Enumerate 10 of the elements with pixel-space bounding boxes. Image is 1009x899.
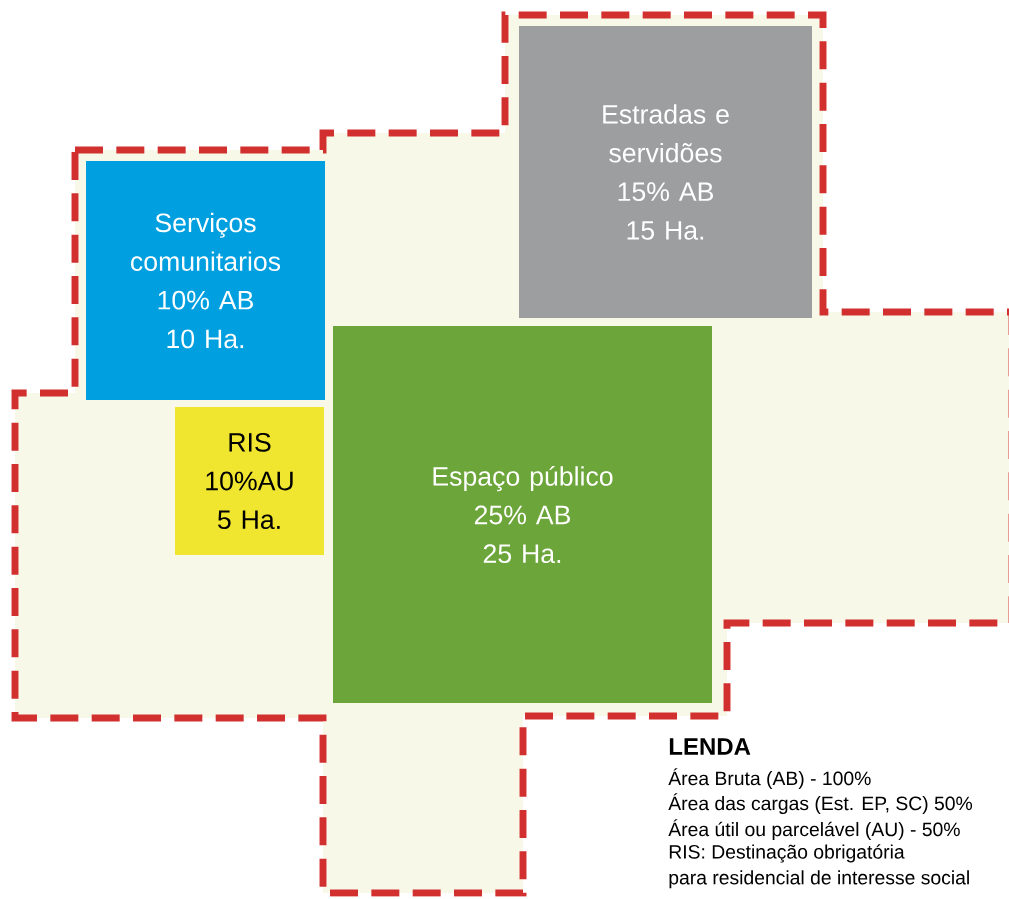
area-box: RIS 10%AU 5 Ha.	[175, 407, 324, 555]
legend-text: para residencial de interesse social	[669, 870, 969, 889]
legend-heading: LENDA	[669, 738, 751, 755]
area-box: Estradas e servidões 15% AB 15 Ha.	[519, 26, 812, 318]
legend-text: Área útil ou parcelável (AU) - 50%	[668, 819, 960, 841]
legend-text: RIS: Destinação obrigatória	[669, 844, 905, 863]
legend-text: Área Bruta (AB) - 100%	[668, 768, 871, 790]
area-box: Espaço público 25% AB 25 Ha.	[333, 326, 712, 703]
area-box: Serviços comunitarios 10% AB 10 Ha.	[86, 161, 325, 400]
legend-text: Área das cargas (Est. EP, SC) 50%	[668, 793, 973, 815]
